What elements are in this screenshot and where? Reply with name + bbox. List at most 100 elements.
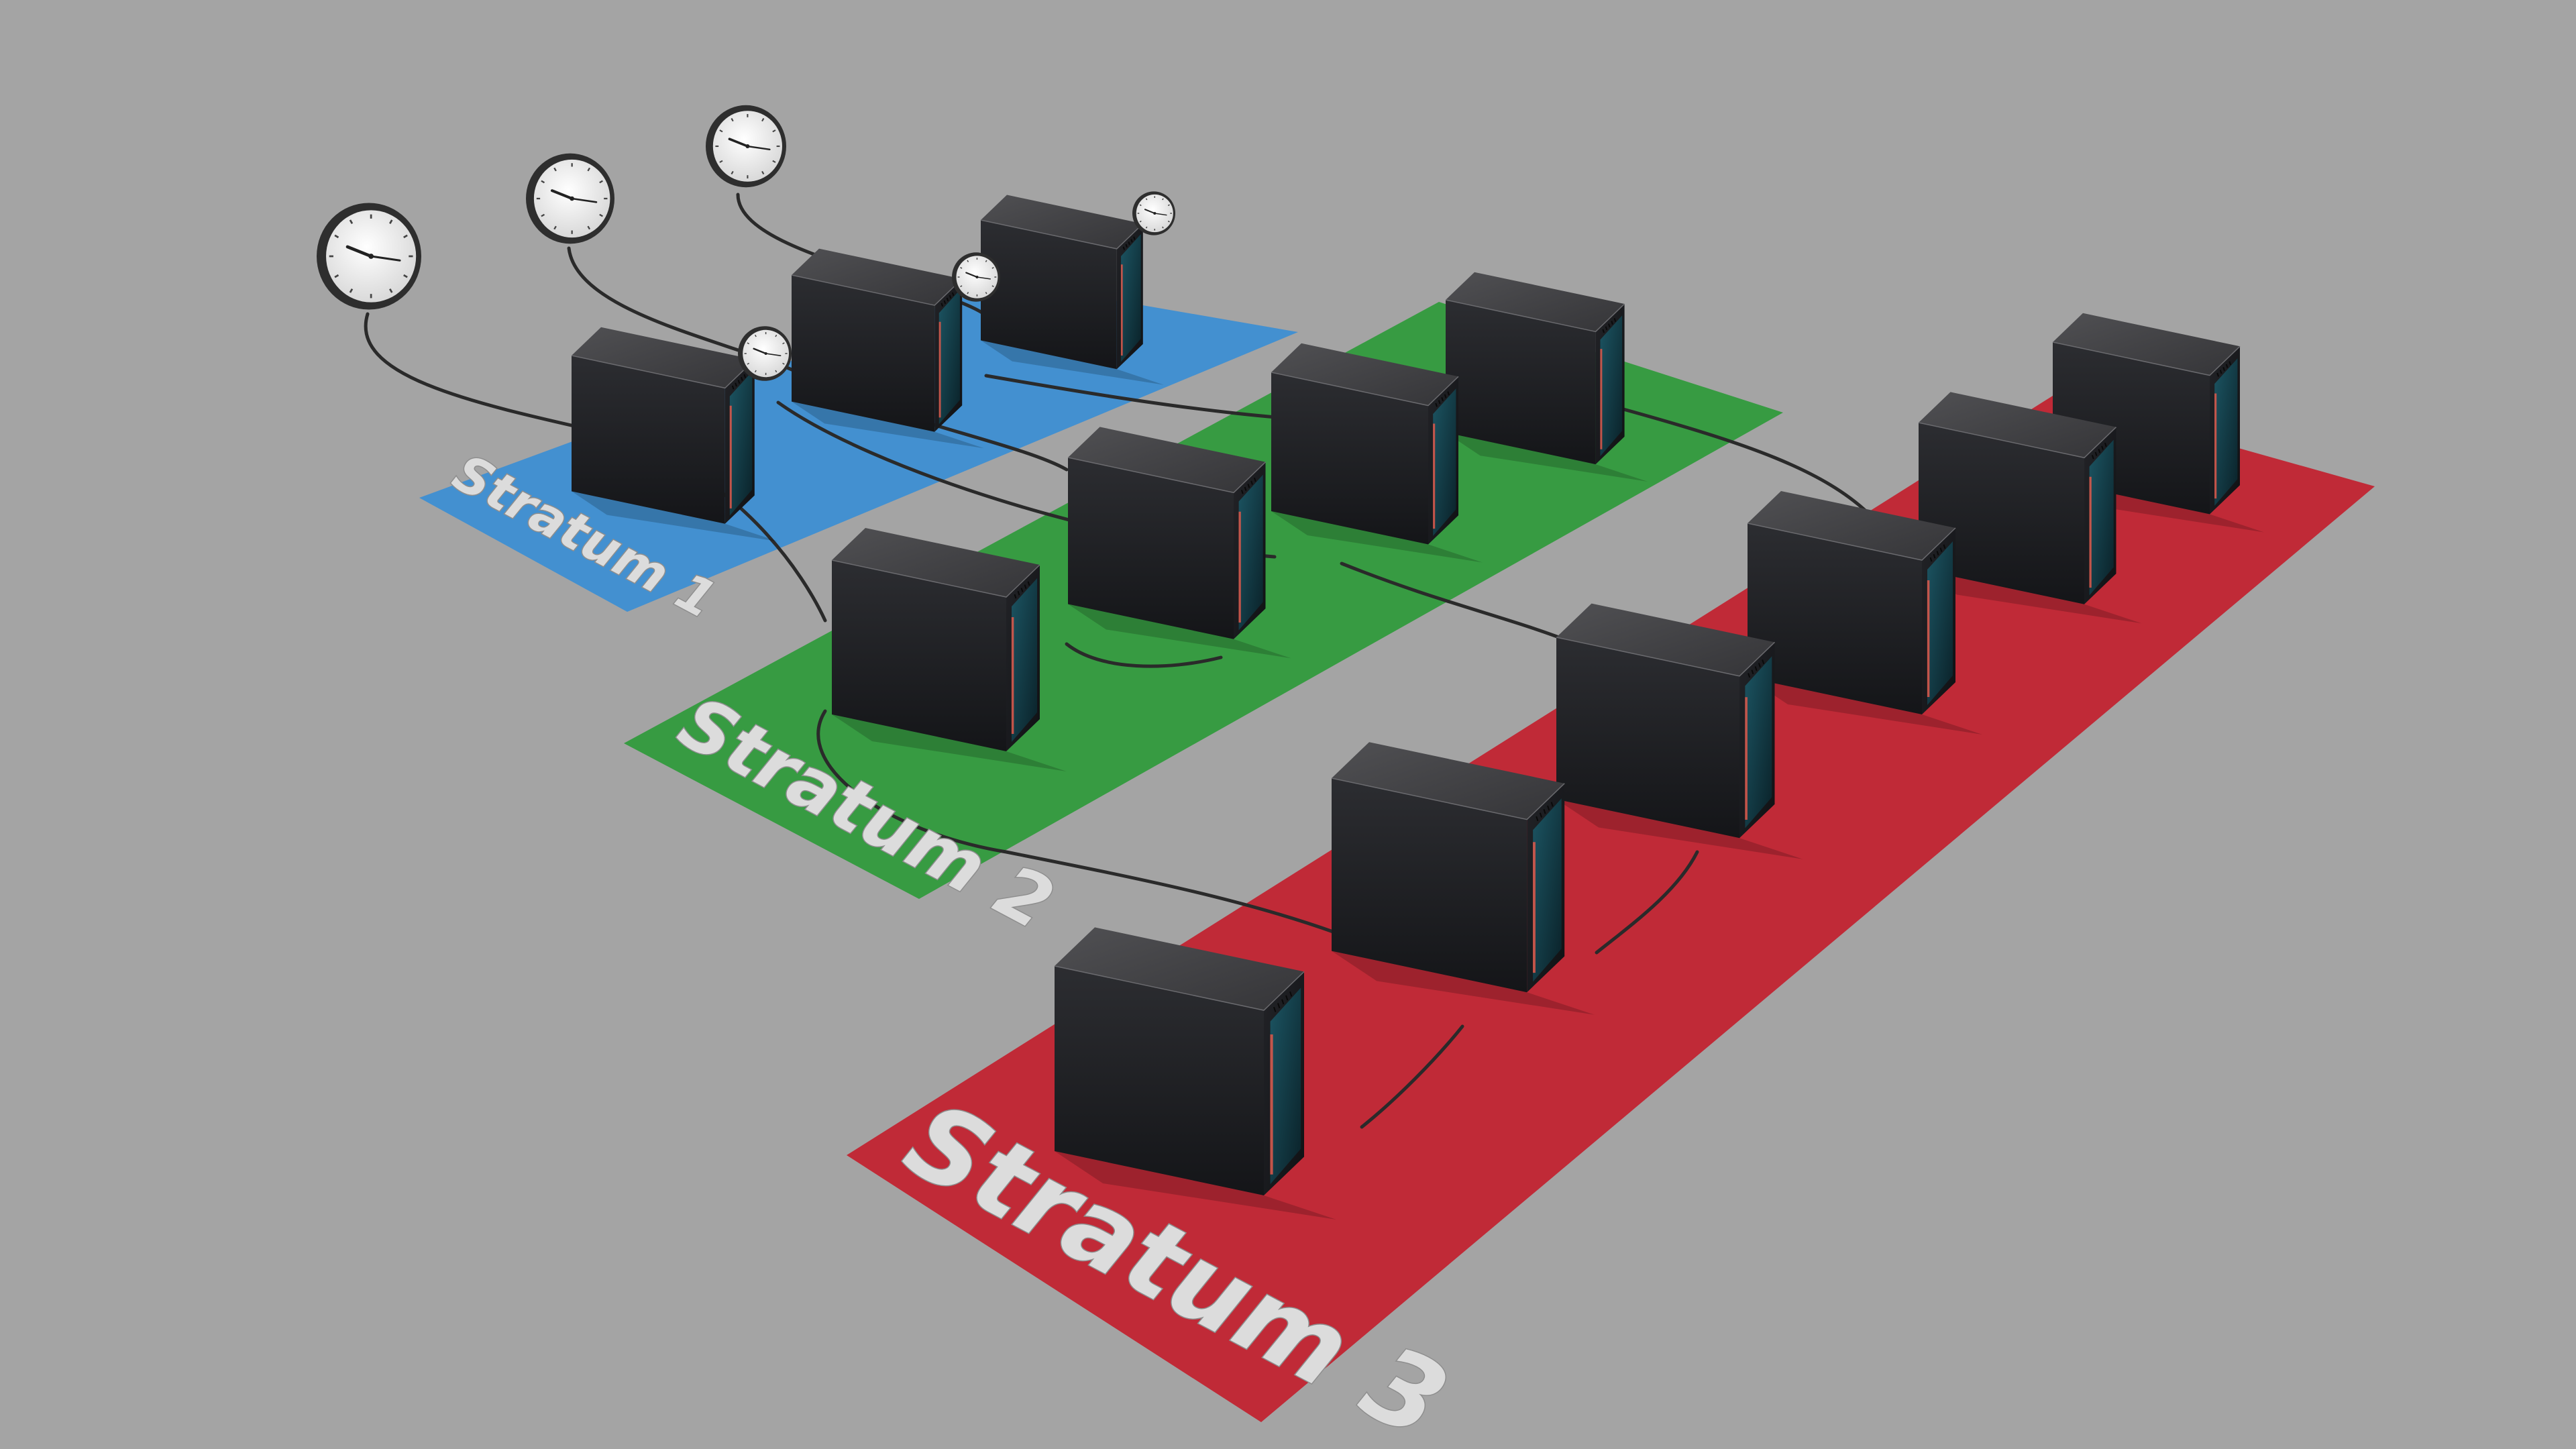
server-vent xyxy=(743,374,747,378)
server-vent xyxy=(1122,246,1126,250)
clock-tick xyxy=(403,234,408,239)
server-vent xyxy=(1754,666,1758,672)
clock-icon xyxy=(738,326,792,381)
server-rack xyxy=(980,195,1164,385)
server-vent xyxy=(2104,442,2107,447)
server-shadow xyxy=(1068,604,1291,659)
clock-minute-hand xyxy=(571,197,598,203)
server-vent xyxy=(951,292,955,297)
server-vent xyxy=(2219,370,2222,374)
server-vent xyxy=(1244,486,1247,491)
server-glass-door xyxy=(1433,388,1456,536)
server-edge-highlight xyxy=(1331,777,1565,820)
server-vent xyxy=(1247,484,1250,488)
server-vent xyxy=(737,380,741,384)
server-vent xyxy=(1281,999,1285,1005)
server-vent xyxy=(1250,480,1253,485)
server-edge-highlight xyxy=(791,274,963,306)
clock-icon xyxy=(706,105,786,188)
clock-center xyxy=(1153,212,1157,215)
clock-tick xyxy=(731,170,734,175)
clock-tick xyxy=(747,362,750,365)
clock-icon xyxy=(952,252,1000,302)
clock-tick xyxy=(747,342,750,345)
server-glass-door xyxy=(1600,315,1623,457)
server-vent xyxy=(1128,241,1130,246)
server-vent xyxy=(1543,809,1546,814)
server-vent xyxy=(1273,1006,1277,1012)
server-rack xyxy=(1445,272,1648,482)
server-shadow xyxy=(1271,511,1483,563)
server-shadow xyxy=(1919,569,2142,624)
server-vent xyxy=(1602,329,1605,333)
server-vent xyxy=(1613,318,1617,322)
clock-tick xyxy=(772,129,776,133)
clock-icon xyxy=(526,153,614,244)
clock-tick xyxy=(389,288,393,293)
server-vent xyxy=(1240,490,1244,494)
server-vent xyxy=(2101,445,2104,450)
clock-tick xyxy=(403,274,408,278)
server-side-panel xyxy=(1446,300,1596,465)
server-vent xyxy=(731,385,735,390)
clock-tick xyxy=(782,342,785,345)
server-side-panel xyxy=(1919,423,2084,604)
server-vent xyxy=(1939,547,1943,552)
clock-tick xyxy=(349,288,354,293)
server-vent xyxy=(943,300,947,305)
server-edge-highlight xyxy=(1067,457,1267,494)
server-vent xyxy=(1441,396,1444,401)
server-vent xyxy=(1748,673,1751,678)
server-vent xyxy=(1611,321,1613,325)
server-shadow xyxy=(1556,799,1803,859)
server-vent xyxy=(1017,590,1020,596)
server-vent xyxy=(1550,802,1554,807)
server-rack xyxy=(1067,427,1291,659)
clock-tick xyxy=(754,334,757,337)
server-vent xyxy=(1253,477,1256,482)
server-edge-highlight xyxy=(831,559,1040,598)
server-vent xyxy=(741,376,743,381)
server-top xyxy=(2053,313,2240,376)
clock-tick xyxy=(967,292,969,294)
clock-tick xyxy=(349,219,354,225)
server-top xyxy=(1332,742,1565,820)
server-edge-highlight xyxy=(1054,965,1305,1011)
clock-minute-hand xyxy=(765,353,782,357)
server-shadow xyxy=(1332,951,1595,1015)
server-vent xyxy=(1943,544,1946,549)
server-side-panel xyxy=(1055,966,1264,1195)
server-edge-highlight xyxy=(1747,523,1956,561)
server-shadow xyxy=(1748,678,1982,735)
server-rack xyxy=(831,528,1067,771)
server-side-panel xyxy=(572,356,725,524)
server-side-panel xyxy=(981,220,1117,370)
server-vent xyxy=(1289,991,1293,997)
server-vent xyxy=(1133,236,1136,240)
server-vent xyxy=(1539,812,1542,818)
server-vent xyxy=(1758,663,1761,668)
server-glass-door xyxy=(1927,541,1953,705)
clock-center xyxy=(570,196,574,201)
clock-tick xyxy=(761,170,765,175)
clock-hour-hand xyxy=(965,272,978,278)
clock-tick xyxy=(719,160,723,163)
clock-hour-hand xyxy=(550,189,574,200)
server-glass-door xyxy=(1745,656,1772,828)
clock-minute-hand xyxy=(1154,213,1167,216)
clock-tick xyxy=(334,234,339,239)
server-top xyxy=(572,327,755,388)
clock-minute-hand xyxy=(747,145,771,151)
server-vent xyxy=(1444,394,1447,398)
clock-tick xyxy=(1139,220,1142,223)
clock-tick xyxy=(754,370,757,373)
server-side-panel xyxy=(1556,637,1739,839)
clock-icon xyxy=(317,203,421,310)
server-vent xyxy=(1751,669,1754,675)
server-shadow xyxy=(792,401,984,449)
servers xyxy=(571,195,2264,1220)
clock-tick xyxy=(389,219,393,225)
clock-tick xyxy=(334,274,339,278)
server-vent xyxy=(1125,244,1128,248)
